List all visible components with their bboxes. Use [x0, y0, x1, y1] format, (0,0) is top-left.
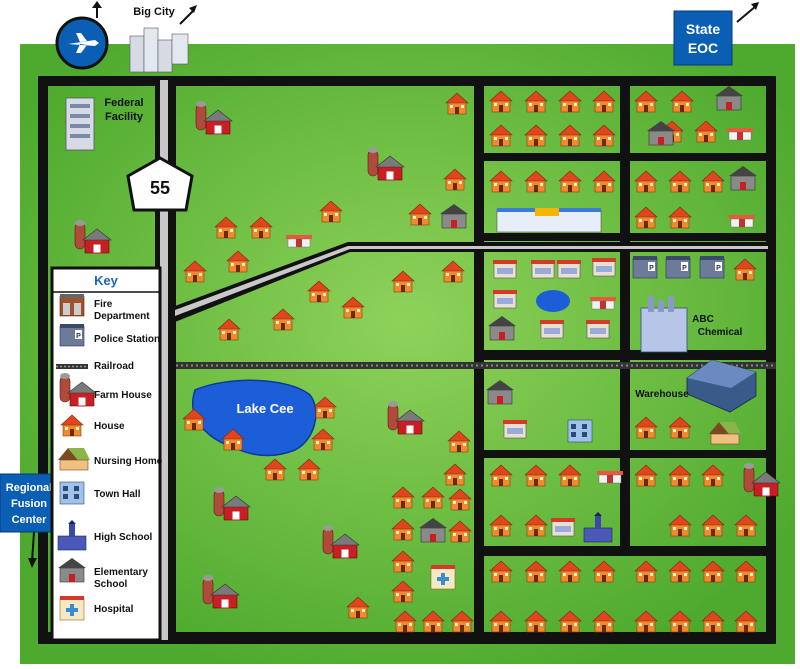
key-label-farm-house: Farm House	[94, 390, 152, 401]
fusion-line1: Regional	[6, 482, 52, 494]
federal-facility-building	[65, 97, 95, 151]
special-buildings	[285, 85, 758, 590]
warehouse-label: Warehouse	[635, 389, 689, 400]
abc-label-line2: Chemical	[698, 327, 743, 338]
state-eoc-line1: State	[686, 21, 720, 37]
big-city-label: Big City	[133, 6, 175, 18]
state-eoc-badge	[673, 2, 759, 66]
key-label-town-hall: Town Hall	[94, 489, 141, 500]
key-railroad-icon	[56, 364, 88, 369]
big-city-icon	[129, 5, 197, 73]
key-label-fire-line1: Fire	[94, 299, 113, 310]
regional-fusion-center-badge	[0, 473, 59, 568]
key-title: Key	[94, 273, 119, 288]
pond	[536, 290, 570, 312]
federal-facility-label-line2: Facility	[105, 111, 144, 123]
route-number: 55	[150, 178, 170, 198]
key-label-elementary-line2: School	[94, 579, 128, 590]
key-label-high-school: High School	[94, 532, 153, 543]
state-eoc-line2: EOC	[688, 40, 718, 56]
route-55-shield	[126, 156, 194, 212]
key-label-hospital: Hospital	[94, 604, 134, 615]
lake-label: Lake Cee	[236, 401, 293, 416]
key-hospital-icon	[59, 595, 85, 621]
highway	[160, 80, 768, 640]
lake-cee	[192, 379, 317, 457]
fusion-line3: Center	[12, 514, 48, 526]
key-label-fire-line2: Department	[94, 311, 150, 322]
key-police-station-icon	[59, 323, 85, 347]
abc-chemical-plant	[640, 296, 688, 353]
airport-icon	[55, 1, 109, 70]
key-label-nursing-home: Nursing Home	[94, 456, 163, 467]
key-label-elementary-line1: Elementary	[94, 567, 148, 578]
federal-facility-label-line1: Federal	[104, 97, 143, 109]
railroad	[176, 362, 776, 369]
key-fire-department-icon	[59, 293, 85, 317]
key-label-house: House	[94, 421, 125, 432]
warehouse-building	[686, 359, 757, 413]
key-town-hall-icon	[59, 481, 85, 505]
key-label-police: Police Station	[94, 334, 160, 345]
fusion-line2: Fusion	[11, 498, 47, 510]
abc-label-line1: ABC	[692, 314, 714, 325]
key-label-railroad: Railroad	[94, 361, 134, 372]
